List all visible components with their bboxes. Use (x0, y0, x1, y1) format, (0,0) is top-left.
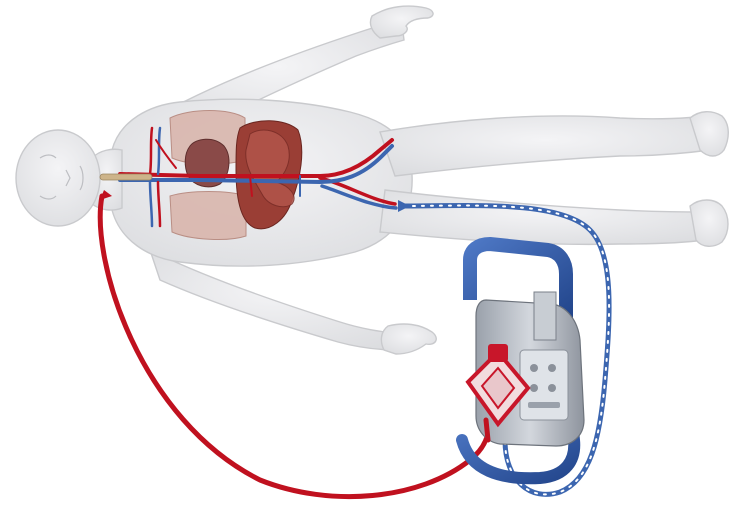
neck-cannula (100, 174, 152, 180)
lower-leg (380, 190, 706, 244)
device-slot (528, 402, 560, 408)
ecmo-device (462, 244, 584, 478)
pump-head (488, 344, 508, 362)
device-tower (534, 292, 556, 340)
lower-foot (690, 200, 728, 246)
jugular-up (158, 128, 160, 174)
upper-hand (370, 6, 433, 38)
lung-lower (170, 192, 246, 240)
device-knob-3 (530, 384, 538, 392)
carotid-up (150, 128, 152, 174)
device-knob-4 (548, 384, 556, 392)
oxygenator-outlet (486, 420, 488, 440)
head (16, 130, 100, 226)
device-knob-2 (548, 364, 556, 372)
upper-leg (380, 116, 710, 176)
lower-hand (381, 324, 436, 354)
device-knob-1 (530, 364, 538, 372)
